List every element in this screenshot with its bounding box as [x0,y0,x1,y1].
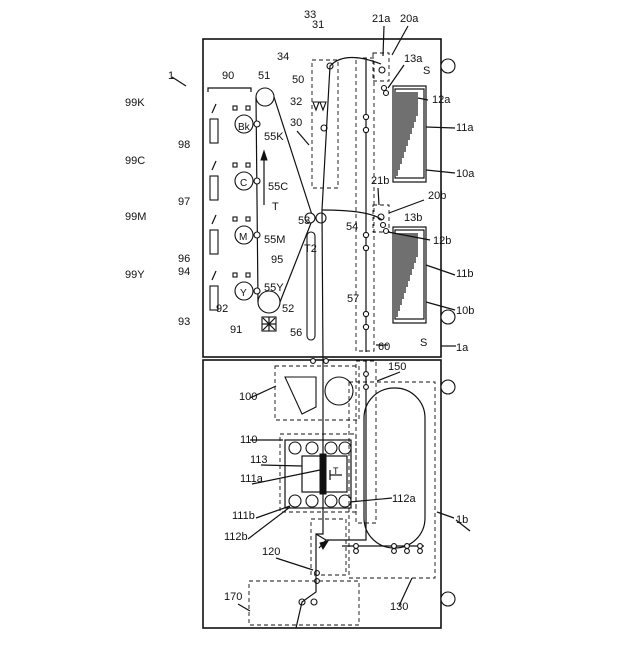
paper-stack-top [397,92,417,176]
label-50: 50 [292,74,304,86]
label-92: 92 [216,303,228,315]
label-55k: 55K [264,131,284,143]
label-55m: 55M [264,234,285,246]
label-97: 97 [178,196,190,208]
caster-2 [441,310,455,324]
label-56: 56 [290,327,302,339]
label-1a: 1a [456,342,469,354]
fixing-unit-30 [312,60,338,188]
label-55y: 55Y [264,282,284,294]
label-10a: 10a [456,168,475,180]
label-130: 130 [390,601,408,613]
label-91: 91 [230,324,242,336]
paper-path-main [322,57,381,360]
label-53: 53 [298,215,310,227]
label-57: 57 [347,293,359,305]
transfer-belt-outer-a [274,97,313,218]
label-150: 150 [388,361,406,373]
label-99c: 99C [125,155,145,167]
label-13a: 13a [404,53,423,65]
label-95: 95 [271,254,283,266]
sensor-32-b [320,102,326,110]
label-1: 1 [168,70,174,82]
label-112b: 112b [224,531,248,543]
primary-transfer-roller-55c [254,178,260,184]
label-111a: 111a [240,473,264,485]
transfer-belt-inner [256,97,258,302]
label-12b: 12b [433,235,451,247]
caster-3 [441,380,455,394]
reversing-unit-130 [349,382,435,578]
sensor-32-a [313,102,319,110]
primary-transfer-roller-55k [254,121,260,127]
reference-labels: 1 90 51 50 34 33 31 32 30 21a 20a 13a S … [125,9,475,613]
pickup-roller-13a [382,86,387,91]
drive-roller-51 [256,88,274,106]
label-100: 100 [239,391,257,403]
label-170: 170 [224,591,242,603]
driven-roller-52 [258,291,280,313]
label-20b: 20b [428,190,446,202]
caster-4 [441,592,455,606]
label-54: 54 [346,221,358,233]
paper-stack-bottom [397,233,417,317]
label-10b: 10b [456,305,474,317]
reversing-loop-130 [364,388,425,548]
label-bk: Bk [238,122,251,133]
label-55c: 55C [268,181,288,193]
label-113: 113 [250,454,268,466]
label-11b: 11b [456,268,474,280]
label-94: 94 [178,266,190,278]
label-21b: 21b [371,175,389,187]
label-52: 52 [282,303,294,315]
label-99k: 99K [125,97,145,109]
developer-m [210,230,218,254]
label-t: T [272,201,279,213]
label-60: 60 [378,341,390,353]
label-s-top: S [423,65,430,77]
vertical-conveyance-60 [356,58,374,351]
label-30: 30 [290,117,302,129]
primary-transfer-roller-55y [254,288,260,294]
label-99y: 99Y [125,269,145,281]
pickup-roller-13b [381,223,386,228]
label-t2: T2 [304,243,317,255]
label-113-t: T [333,466,339,476]
developer-bk [210,119,218,143]
label-s-bottom: S [420,337,427,349]
primary-transfer-roller-55m [254,232,260,238]
label-120: 120 [262,546,280,558]
label-111b: 111b [232,510,255,522]
label-c: C [240,178,247,189]
label-90: 90 [222,70,234,82]
label-93: 93 [178,316,190,328]
developer-c [210,176,218,200]
label-112a: 112a [392,493,417,505]
caster-1 [441,59,455,73]
label-11a: 11a [456,122,474,134]
label-21a: 21a [372,13,391,25]
label-96: 96 [178,253,190,265]
belt-direction-arrow [261,151,267,160]
label-m: M [239,232,247,243]
image-forming-unit-housing [203,39,441,357]
feed-roller-21a [379,67,385,73]
label-20a: 20a [400,13,419,25]
label-12a: 12a [432,94,451,106]
label-98: 98 [178,139,190,151]
label-32: 32 [290,96,302,108]
label-31: 31 [312,19,324,31]
label-13b: 13b [404,212,422,224]
unit-100-duct [285,377,316,414]
label-34: 34 [277,51,289,63]
label-51: 51 [258,70,270,82]
secondary-transfer-roller-54 [316,213,326,223]
label-99m: 99M [125,211,146,223]
label-y: Y [240,288,247,299]
